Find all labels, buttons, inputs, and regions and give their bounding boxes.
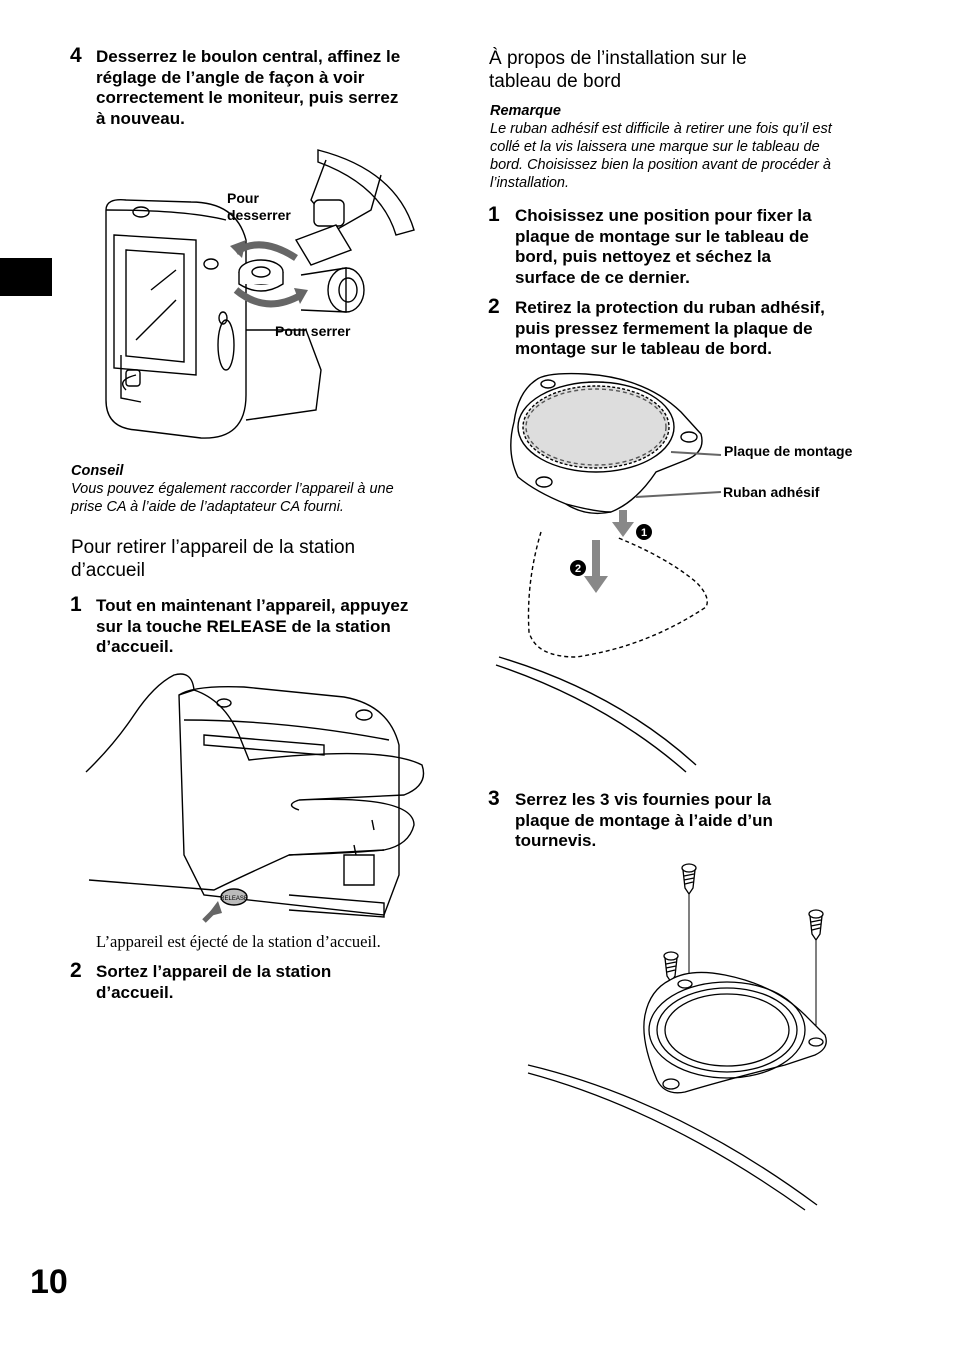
label-loosen-line: Pour: [227, 190, 259, 206]
remove-step-2-text: Sortez l’appareil de la station d’accuei…: [96, 962, 331, 1003]
label-adhesive-tape: Ruban adhésif: [723, 484, 820, 500]
tip-line: prise CA à l’aide de l’adaptateur CA fou…: [71, 499, 344, 515]
step-4-line: à nouveau.: [96, 108, 185, 128]
remark-line: Le ruban adhésif est difficile à retirer…: [490, 121, 832, 137]
remark-line: l’installation.: [490, 175, 569, 191]
install-step-3-text: Serrez les 3 vis fournies pour la plaque…: [515, 790, 773, 852]
section-heading-line: À propos de l’installation sur le: [489, 48, 747, 69]
step-4-number: 4: [70, 44, 82, 67]
step-4-line: correctement le moniteur, puis serrez: [96, 88, 399, 107]
install-step-1-line: bord, puis nettoyez et séchez la: [515, 247, 772, 266]
section-heading-line: d’accueil: [71, 560, 145, 581]
remove-step-1-number: 1: [70, 593, 82, 616]
label-loosen: Pour desserrer: [227, 190, 291, 224]
install-step-2-text: Retirez la protection du ruban adhésif, …: [515, 298, 825, 360]
remark-line: collé et la vis laissera une marque sur …: [490, 139, 820, 155]
remove-step-2-line: Sortez l’appareil de la station: [96, 962, 332, 981]
remove-step-2-number: 2: [70, 959, 82, 982]
section-heading-line: tableau de bord: [489, 71, 622, 92]
install-step-3-number: 3: [488, 787, 500, 810]
screws-mounting-illustration: [525, 860, 835, 1210]
install-step-1-line: surface de ce dernier.: [515, 267, 690, 287]
marker-1-badge: [636, 524, 652, 540]
section-heading-line: Pour retirer l’appareil de la station: [71, 537, 356, 558]
page-number: 10: [30, 1263, 68, 1301]
marker-2-text: 2: [575, 563, 581, 575]
screw-icon: [809, 910, 823, 1035]
install-step-2-line: puis pressez fermement la plaque de: [515, 318, 813, 338]
label-tighten: Pour serrer: [275, 323, 351, 339]
install-step-1-number: 1: [488, 203, 500, 226]
tip-title: Conseil: [71, 463, 124, 479]
remark-box: Remarque Le ruban adhésif est difficile …: [490, 102, 832, 192]
tip-box: Conseil Vous pouvez également raccorder …: [71, 462, 394, 516]
install-step-2-line: Retirez la protection du ruban adhésif,: [515, 298, 825, 317]
remove-step-1-line: Tout en maintenant l’appareil, appuyez: [96, 596, 409, 615]
step-4-text: Desserrez le boulon central, affinez le …: [96, 47, 400, 129]
remove-step-1-line: d’accueil.: [96, 637, 174, 656]
marker-2-badge: [570, 560, 586, 576]
remark-title: Remarque: [490, 103, 561, 119]
install-step-1-line: plaque de montage sur le tableau de: [515, 226, 809, 246]
remove-step-1-line: sur la touche RELEASE de la station: [96, 616, 391, 636]
install-step-3-line: tournevis.: [515, 831, 597, 850]
section-heading-dashboard: À propos de l’installation sur le tablea…: [489, 47, 747, 93]
monitor-bracket-illustration: [96, 140, 426, 445]
mounting-plate-adhesive-illustration: 1 2: [496, 372, 726, 772]
figure-caption-ejected: L’appareil est éjecté de la station d’ac…: [96, 932, 381, 951]
remove-step-1-text: Tout en maintenant l’appareil, appuyez s…: [96, 596, 408, 658]
install-step-2-number: 2: [488, 295, 500, 318]
tip-line: Vous pouvez également raccorder l’appare…: [71, 481, 394, 497]
remark-line: bord. Choisissez bien la position avant …: [490, 157, 831, 173]
screw-icon: [682, 864, 696, 980]
label-mounting-plate: Plaque de montage: [724, 443, 853, 459]
remove-step-2-line: d’accueil.: [96, 982, 174, 1002]
hand-release-illustration: RELEASE: [84, 665, 434, 930]
step-4-line: réglage de l’angle de façon à voir: [96, 67, 365, 87]
install-step-1-text: Choisissez une position pour fixer la pl…: [515, 206, 812, 288]
section-heading-remove: Pour retirer l’appareil de la station d’…: [71, 536, 355, 582]
install-step-3-line: Serrez les 3 vis fournies pour la: [515, 790, 772, 809]
install-step-3-line: plaque de montage à l’aide d’un: [515, 810, 773, 830]
release-button-label: RELEASE: [220, 896, 248, 902]
install-step-1-line: Choisissez une position pour fixer la: [515, 206, 812, 225]
install-step-2-line: montage sur le tableau de bord.: [515, 339, 772, 358]
marker-1-text: 1: [641, 527, 647, 539]
step-4-line: Desserrez le boulon central, affinez le: [96, 47, 401, 66]
label-loosen-line: desserrer: [227, 207, 291, 223]
section-tab-marker: [0, 258, 52, 296]
